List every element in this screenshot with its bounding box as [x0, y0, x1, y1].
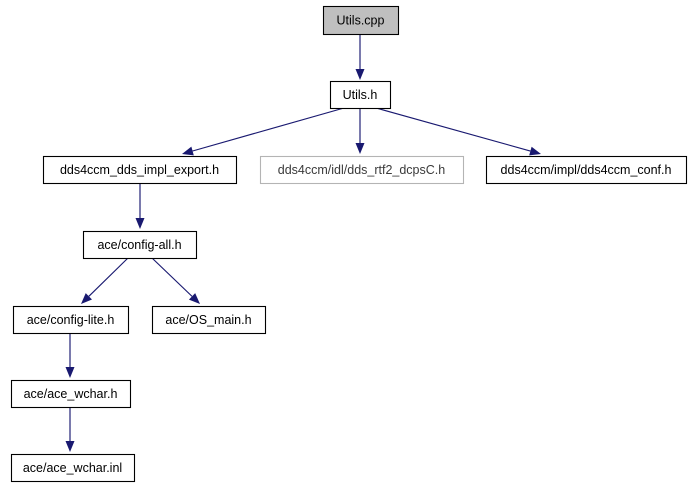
- edge-arrowhead-ace-ace-wchar-h-to-ace-ace-wchar-inl: [65, 441, 75, 452]
- node-ace-ace-wchar-inl[interactable]: ace/ace_wchar.inl: [10, 453, 136, 483]
- edge-arrowhead-utils-h-to-dds-rtf2-dcpsc-h: [355, 143, 365, 154]
- node-dds4ccm-dds-impl-export-h[interactable]: dds4ccm_dds_impl_export.h: [42, 155, 238, 185]
- edge-arrowhead-ace-config-all-h-to-ace-os-main-h: [188, 293, 200, 304]
- node-utils-h[interactable]: Utils.h: [329, 80, 392, 110]
- node-ace-config-all-h[interactable]: ace/config-all.h: [82, 230, 198, 260]
- edge-arrowhead-ace-config-lite-h-to-ace-ace-wchar-h: [65, 367, 75, 378]
- node-box-ace-ace-wchar-inl[interactable]: [10, 453, 136, 483]
- edge-arrowhead-utils-h-to-dds4ccm-dds-impl-export-h: [182, 146, 194, 156]
- node-box-utils-cpp[interactable]: [322, 5, 400, 36]
- node-box-ace-config-lite-h[interactable]: [12, 305, 130, 335]
- node-label-utils-h: Utils.h: [343, 88, 378, 102]
- node-label-ace-config-all-h: ace/config-all.h: [97, 238, 181, 252]
- node-label-ace-ace-wchar-h: ace/ace_wchar.h: [24, 387, 118, 401]
- edge-arrowhead-utils-cpp-to-utils-h: [355, 69, 365, 80]
- node-dds4ccm-conf-h[interactable]: dds4ccm/impl/dds4ccm_conf.h: [485, 155, 688, 185]
- node-dds-rtf2-dcpsc-h[interactable]: dds4ccm/idl/dds_rtf2_dcpsC.h: [259, 155, 465, 185]
- node-label-dds4ccm-conf-h: dds4ccm/impl/dds4ccm_conf.h: [501, 163, 672, 177]
- edge-line-ace-config-all-h-to-ace-os-main-h: [151, 257, 193, 297]
- node-box-ace-os-main-h[interactable]: [151, 305, 267, 335]
- node-box-ace-config-all-h[interactable]: [82, 230, 198, 260]
- edge-line-ace-config-all-h-to-ace-config-lite-h: [88, 257, 129, 297]
- edge-line-utils-h-to-dds4ccm-dds-impl-export-h: [192, 107, 345, 152]
- node-label-ace-ace-wchar-inl: ace/ace_wchar.inl: [23, 461, 122, 475]
- edge-arrowhead-dds4ccm-dds-impl-export-h-to-ace-config-all-h: [135, 218, 145, 229]
- node-box-dds-rtf2-dcpsc-h[interactable]: [259, 155, 465, 185]
- node-label-ace-os-main-h: ace/OS_main.h: [165, 313, 251, 327]
- edge-arrowhead-utils-h-to-dds4ccm-conf-h: [529, 146, 541, 156]
- node-label-ace-config-lite-h: ace/config-lite.h: [27, 313, 115, 327]
- node-ace-os-main-h[interactable]: ace/OS_main.h: [151, 305, 267, 335]
- edges-layer: [65, 34, 541, 452]
- node-box-dds4ccm-conf-h[interactable]: [485, 155, 688, 185]
- node-box-ace-ace-wchar-h[interactable]: [10, 379, 132, 409]
- edge-arrowhead-ace-config-all-h-to-ace-config-lite-h: [81, 293, 93, 304]
- edge-line-utils-h-to-dds4ccm-conf-h: [375, 107, 531, 152]
- node-utils-cpp[interactable]: Utils.cpp: [322, 5, 400, 36]
- node-box-utils-h[interactable]: [329, 80, 392, 110]
- node-label-dds-rtf2-dcpsc-h: dds4ccm/idl/dds_rtf2_dcpsC.h: [278, 163, 445, 177]
- node-ace-config-lite-h[interactable]: ace/config-lite.h: [12, 305, 130, 335]
- node-box-dds4ccm-dds-impl-export-h[interactable]: [42, 155, 238, 185]
- node-label-utils-cpp: Utils.cpp: [337, 13, 385, 27]
- node-ace-ace-wchar-h[interactable]: ace/ace_wchar.h: [10, 379, 132, 409]
- node-label-dds4ccm-dds-impl-export-h: dds4ccm_dds_impl_export.h: [60, 163, 219, 177]
